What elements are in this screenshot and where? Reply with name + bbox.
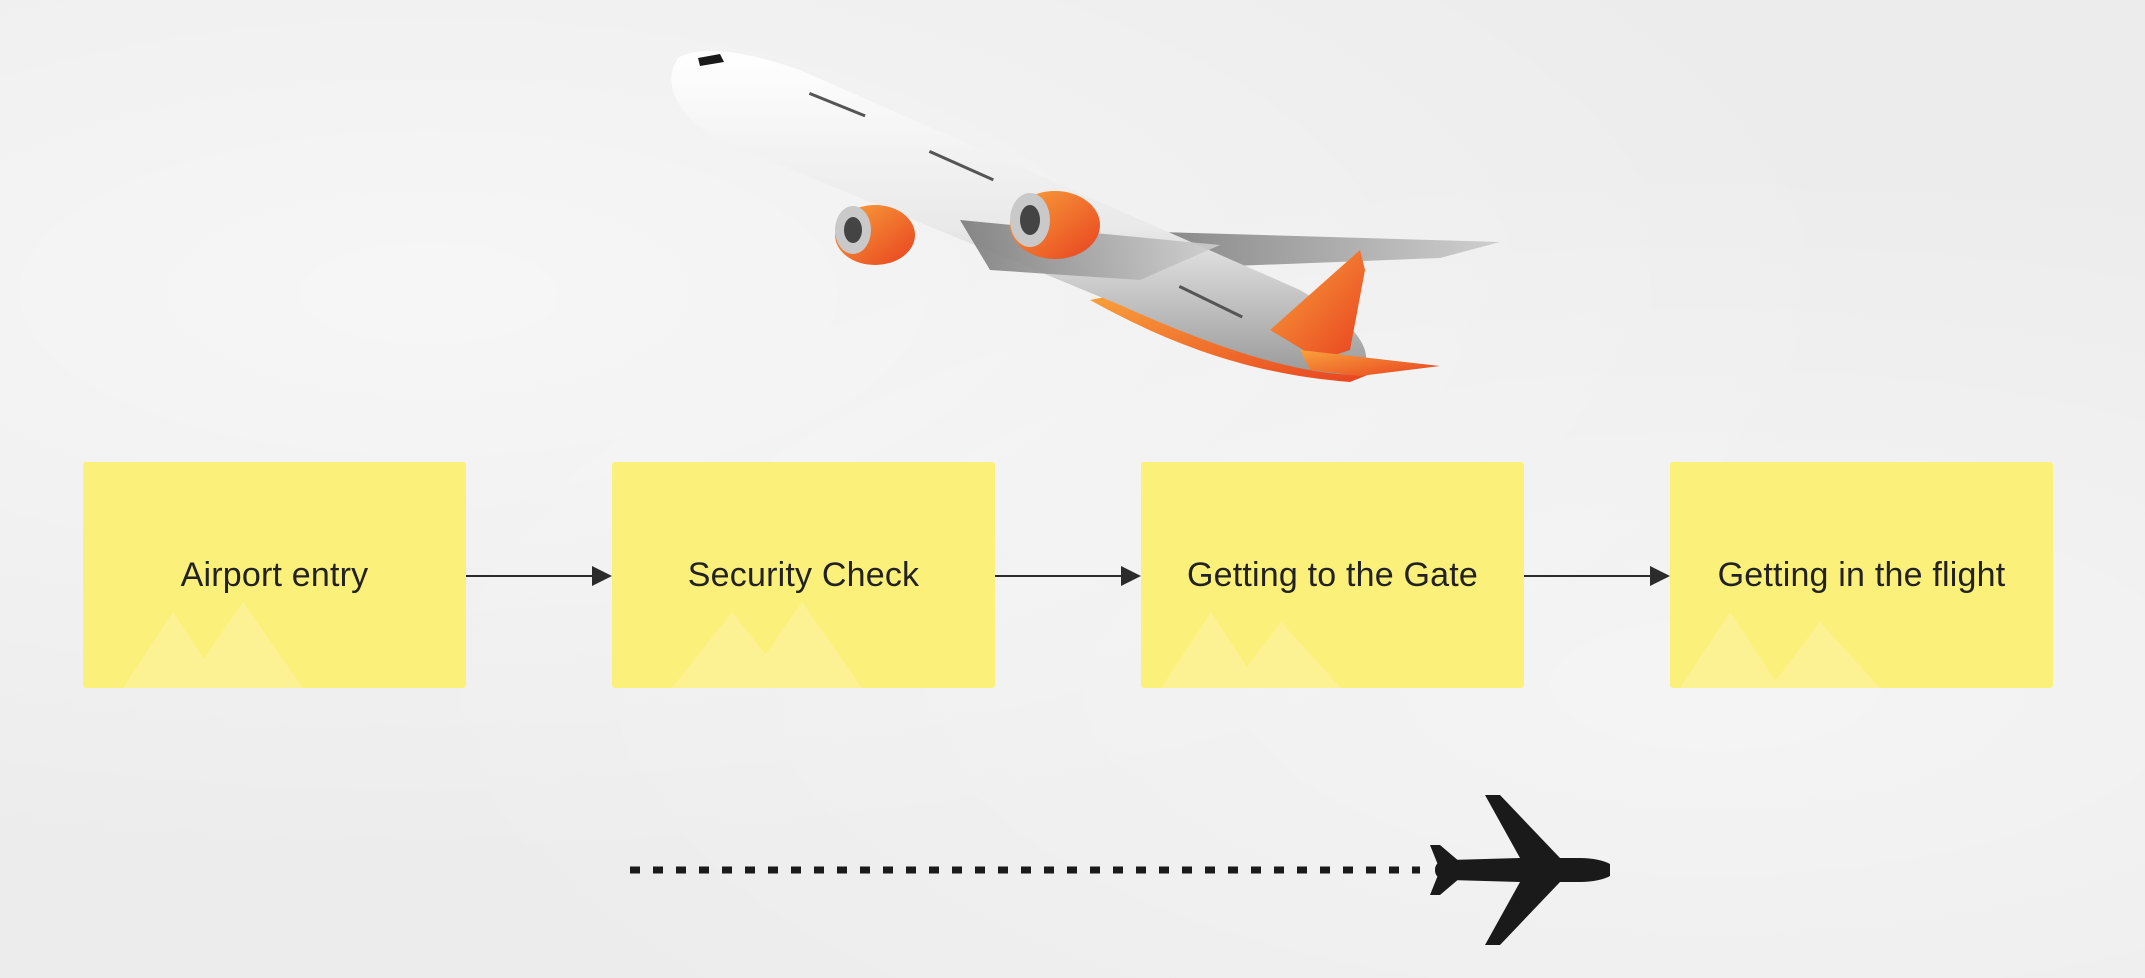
step-label: Getting in the flight (1717, 555, 2006, 594)
airliner-illustration (671, 50, 1500, 382)
step-label: Security Check (687, 555, 920, 594)
airplane-icon (1430, 795, 1610, 945)
background-mountains-decoration (123, 602, 303, 688)
step-box-airport-entry: Airport entry (83, 462, 466, 688)
background-mountains-decoration (672, 602, 862, 688)
step-box-getting-in-the-flight: Getting in the flight (1670, 462, 2053, 688)
background-mountains-decoration (1680, 612, 1880, 688)
step-label: Airport entry (180, 555, 369, 594)
background-mountains-decoration (1161, 612, 1341, 688)
step-box-getting-to-the-gate: Getting to the Gate (1141, 462, 1524, 688)
step-label: Getting to the Gate (1186, 555, 1479, 594)
step-box-security-check: Security Check (612, 462, 995, 688)
progress-path (630, 795, 1610, 945)
